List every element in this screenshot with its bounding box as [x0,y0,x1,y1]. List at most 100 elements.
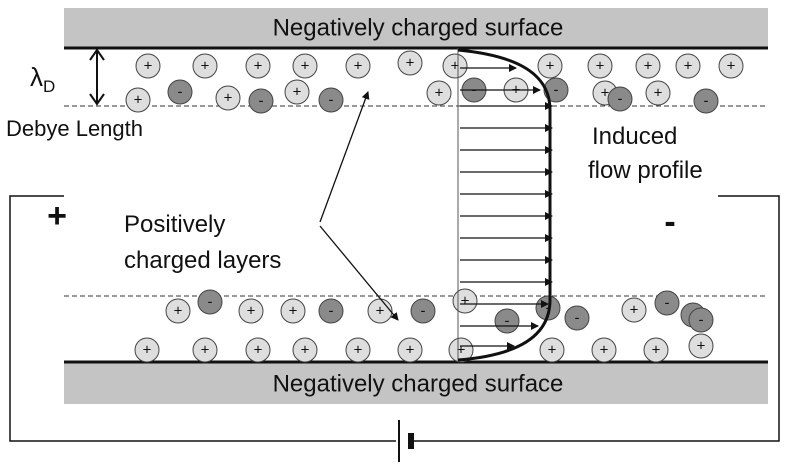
ion-sign: + [201,342,210,359]
ion-sign: + [254,342,263,359]
ion-circle [292,53,318,79]
cation-ion: + [134,337,160,363]
cation-ion: + [367,298,393,324]
anion-ion: - [197,289,223,315]
ion-circle [448,337,474,363]
ion-sign: - [329,303,334,320]
ion-circle [688,333,714,359]
cation-ion: + [442,53,468,79]
negative-electrode-sign: - [664,203,675,241]
layers-label-line1: Positively [124,211,225,238]
ion-circle [643,337,669,363]
ion-sign: + [654,85,663,102]
ion-circle [215,85,241,111]
anion-ion: - [693,88,719,114]
ion-sign: + [254,58,263,75]
ion-sign: + [630,302,639,319]
ion-sign: - [329,92,334,109]
anion-ion: - [654,290,680,316]
layers-label-line2: charged layers [124,247,281,274]
ion-sign: + [461,293,470,310]
ion-sign: + [601,85,610,102]
anion-ion: - [564,305,590,331]
top-surface [64,8,768,48]
anion-ion: - [410,298,436,324]
flow-label-line1: Induced [592,123,677,150]
ion-circle [410,298,436,324]
circuit-wire-right [412,195,780,442]
circuit-wire-left [9,195,396,442]
ion-layer: ++++++++++++++++++++++++++++++++++++----… [125,50,744,363]
anion-ion: - [248,88,274,114]
ion-circle [537,53,563,79]
cation-ion: + [718,53,744,79]
cation-ion: + [135,53,161,79]
ion-circle [718,53,744,79]
ion-sign: + [727,58,736,75]
ion-sign: - [259,93,264,110]
cation-ion: + [292,337,318,363]
cation-ion: + [452,288,478,314]
ion-circle [635,53,661,79]
ion-circle [135,53,161,79]
ion-circle [125,87,151,113]
ion-sign: + [289,303,298,320]
ion-circle [345,53,371,79]
cation-ion: + [591,337,617,363]
anion-ion: - [167,79,193,105]
ion-circle [397,50,423,76]
anion-ion: - [318,298,344,324]
ion-sign: + [457,342,466,359]
ion-circle [587,53,613,79]
ion-circle [192,337,218,363]
ion-circle [292,337,318,363]
ion-circle [645,80,671,106]
ion-circle [318,87,344,113]
debye-arrow-head-bottom [89,93,105,106]
cation-ion: + [192,53,218,79]
ion-circle [494,308,520,334]
ion-sign: + [644,58,653,75]
layers-pointer-top [319,91,370,223]
cation-ion: + [397,337,423,363]
ion-sign: - [421,303,426,320]
ion-sign: - [618,91,623,108]
ion-sign: + [301,342,310,359]
ion-sign: - [178,84,183,101]
ion-sign: + [293,84,302,101]
ion-circle [167,79,193,105]
cation-ion: + [284,79,310,105]
ion-circle [654,290,680,316]
cation-ion: + [645,80,671,106]
ion-circle [675,53,701,79]
cation-ion: + [621,297,647,323]
ion-circle [245,337,271,363]
ion-sign: + [354,342,363,359]
ion-sign: - [699,312,704,329]
cation-ion: + [426,80,452,106]
anion-ion: - [318,87,344,113]
ion-circle [607,86,633,112]
cation-ion: + [688,333,714,359]
ion-circle [621,297,647,323]
ion-sign: + [435,85,444,102]
cation-ion: + [192,337,218,363]
cation-ion: + [587,53,613,79]
ion-circle [688,307,714,333]
ion-circle [197,289,223,315]
flow-profile-curve [457,48,552,362]
ion-sign: + [684,58,693,75]
cation-ion: + [635,53,661,79]
ion-circle [452,288,478,314]
ion-circle [248,88,274,114]
ion-circle [693,88,719,114]
cation-ion: + [165,298,191,324]
positive-electrode-sign: + [47,197,67,235]
bottom-surface-label: Negatively charged surface [273,371,564,398]
ion-sign: + [546,58,555,75]
ion-sign: + [600,342,609,359]
ion-circle [134,337,160,363]
ion-sign: - [554,82,559,99]
ion-sign: + [697,338,706,355]
